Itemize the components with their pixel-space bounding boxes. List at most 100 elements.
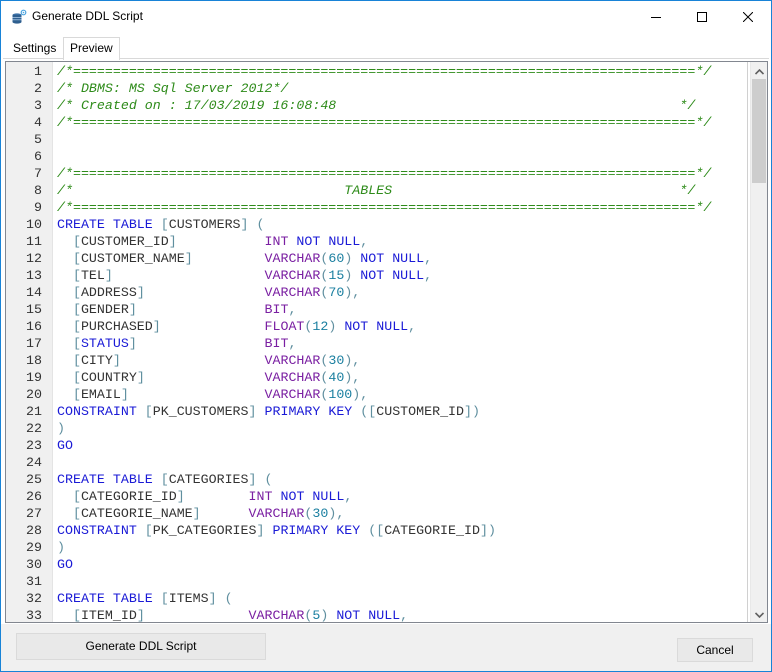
- code-token: [: [57, 251, 81, 266]
- code-token: [: [144, 523, 153, 538]
- code-token: ITEM_ID: [80, 608, 137, 622]
- button-bar: Generate DDL Script Cancel: [1, 624, 771, 671]
- code-token: /* DBMS: MS Sql Server 2012*/: [57, 81, 289, 96]
- line-number: 33: [26, 608, 42, 623]
- line-number: 18: [26, 353, 42, 368]
- line-number: 23: [26, 438, 42, 453]
- code-token: ,: [408, 319, 417, 334]
- code-token: [121, 353, 265, 368]
- code-token: GO: [57, 557, 73, 572]
- line-number: 8: [34, 183, 42, 198]
- close-icon: [743, 11, 753, 22]
- code-token: ITEMS: [168, 591, 209, 606]
- code-token: [113, 268, 265, 283]
- vertical-scrollbar[interactable]: [750, 62, 767, 622]
- code-token: NOT NULL: [328, 608, 401, 622]
- code-token: [201, 506, 249, 521]
- line-number: 25: [26, 472, 42, 487]
- code-token: ,: [288, 302, 297, 317]
- code-token: CATEGORIE_ID: [80, 489, 177, 504]
- code-token: BIT: [264, 302, 289, 317]
- code-token: ]: [136, 285, 145, 300]
- line-number: 16: [26, 319, 42, 334]
- code-line: CREATE TABLE [CATEGORIES] (: [57, 471, 272, 488]
- code-token: 15: [328, 268, 345, 283]
- code-line: /*======================================…: [57, 199, 711, 216]
- code-line: [CITY] VARCHAR(30),: [57, 352, 360, 369]
- line-number: 20: [26, 387, 42, 402]
- code-token: ] (: [240, 217, 265, 232]
- code-token: ]: [128, 336, 137, 351]
- code-token: ]: [176, 489, 185, 504]
- scroll-down-button[interactable]: [751, 605, 767, 622]
- code-token: ADDRESS: [80, 285, 137, 300]
- code-token: ): [344, 251, 353, 266]
- code-token: /*======================================…: [57, 115, 712, 130]
- code-token: NOT NULL: [352, 251, 425, 266]
- cancel-button[interactable]: Cancel: [677, 638, 753, 662]
- tab-settings[interactable]: Settings: [13, 41, 57, 55]
- code-token: 30: [328, 353, 345, 368]
- tab-preview[interactable]: Preview: [63, 37, 120, 60]
- line-number: 2: [34, 81, 42, 96]
- code-line: [GENDER] BIT,: [57, 301, 296, 318]
- chevron-up-icon: [754, 64, 764, 78]
- code-token: ]: [112, 353, 121, 368]
- code-token: ),: [344, 370, 361, 385]
- code-area[interactable]: /*======================================…: [53, 62, 750, 622]
- code-token: (: [304, 608, 313, 622]
- code-token: (: [304, 319, 313, 334]
- code-token: PRIMARY KEY: [272, 523, 361, 538]
- code-token: ),: [352, 387, 369, 402]
- code-line: [ITEM_ID] VARCHAR(5) NOT NULL,: [57, 607, 408, 622]
- code-token: STATUS: [80, 336, 129, 351]
- code-token: CUSTOMER_ID: [80, 234, 169, 249]
- code-line: [CUSTOMER_NAME] VARCHAR(60) NOT NULL,: [57, 250, 432, 267]
- line-number: 11: [26, 234, 42, 249]
- code-token: EMAIL: [80, 387, 121, 402]
- code-token: [145, 608, 249, 622]
- code-token: ([: [352, 404, 377, 419]
- code-token: PK_CATEGORIES: [152, 523, 257, 538]
- generate-ddl-script-button[interactable]: Generate DDL Script: [16, 633, 266, 660]
- line-number: 5: [34, 132, 42, 147]
- code-line: [EMAIL] VARCHAR(100),: [57, 386, 368, 403]
- code-token: ]): [464, 404, 480, 419]
- code-token: /*======================================…: [57, 200, 712, 215]
- scroll-up-button[interactable]: [751, 62, 767, 79]
- code-token: ,: [424, 251, 433, 266]
- code-line: [TEL] VARCHAR(15) NOT NULL,: [57, 267, 432, 284]
- minimize-button[interactable]: [633, 1, 679, 32]
- code-token: [: [57, 302, 81, 317]
- code-token: CATEGORIE_NAME: [80, 506, 193, 521]
- code-token: CUSTOMERS: [168, 217, 241, 232]
- line-number: 31: [26, 574, 42, 589]
- code-token: ]: [192, 506, 201, 521]
- code-token: [185, 489, 249, 504]
- line-number: 3: [34, 98, 42, 113]
- line-number: 19: [26, 370, 42, 385]
- line-number: 7: [34, 166, 42, 181]
- code-token: [: [57, 336, 81, 351]
- code-token: ): [57, 540, 65, 555]
- code-token: [145, 285, 265, 300]
- line-number: 26: [26, 489, 42, 504]
- minimize-icon: [651, 12, 661, 22]
- line-number: 28: [26, 523, 42, 538]
- line-number: 10: [26, 217, 42, 232]
- code-token: (: [320, 353, 329, 368]
- code-line: /* Created on : 17/03/2019 16:08:48 */: [57, 97, 695, 114]
- code-line: CREATE TABLE [CUSTOMERS] (: [57, 216, 265, 233]
- code-token: [137, 336, 265, 351]
- maximize-button[interactable]: [679, 1, 725, 32]
- code-token: INT: [264, 234, 289, 249]
- line-number: 6: [34, 149, 42, 164]
- scrollbar-thumb[interactable]: [752, 79, 766, 183]
- title-bar[interactable]: Generate DDL Script: [1, 1, 771, 32]
- code-line: [PURCHASED] FLOAT(12) NOT NULL,: [57, 318, 416, 335]
- maximize-icon: [697, 11, 707, 22]
- close-button[interactable]: [725, 1, 771, 32]
- line-number: 29: [26, 540, 42, 555]
